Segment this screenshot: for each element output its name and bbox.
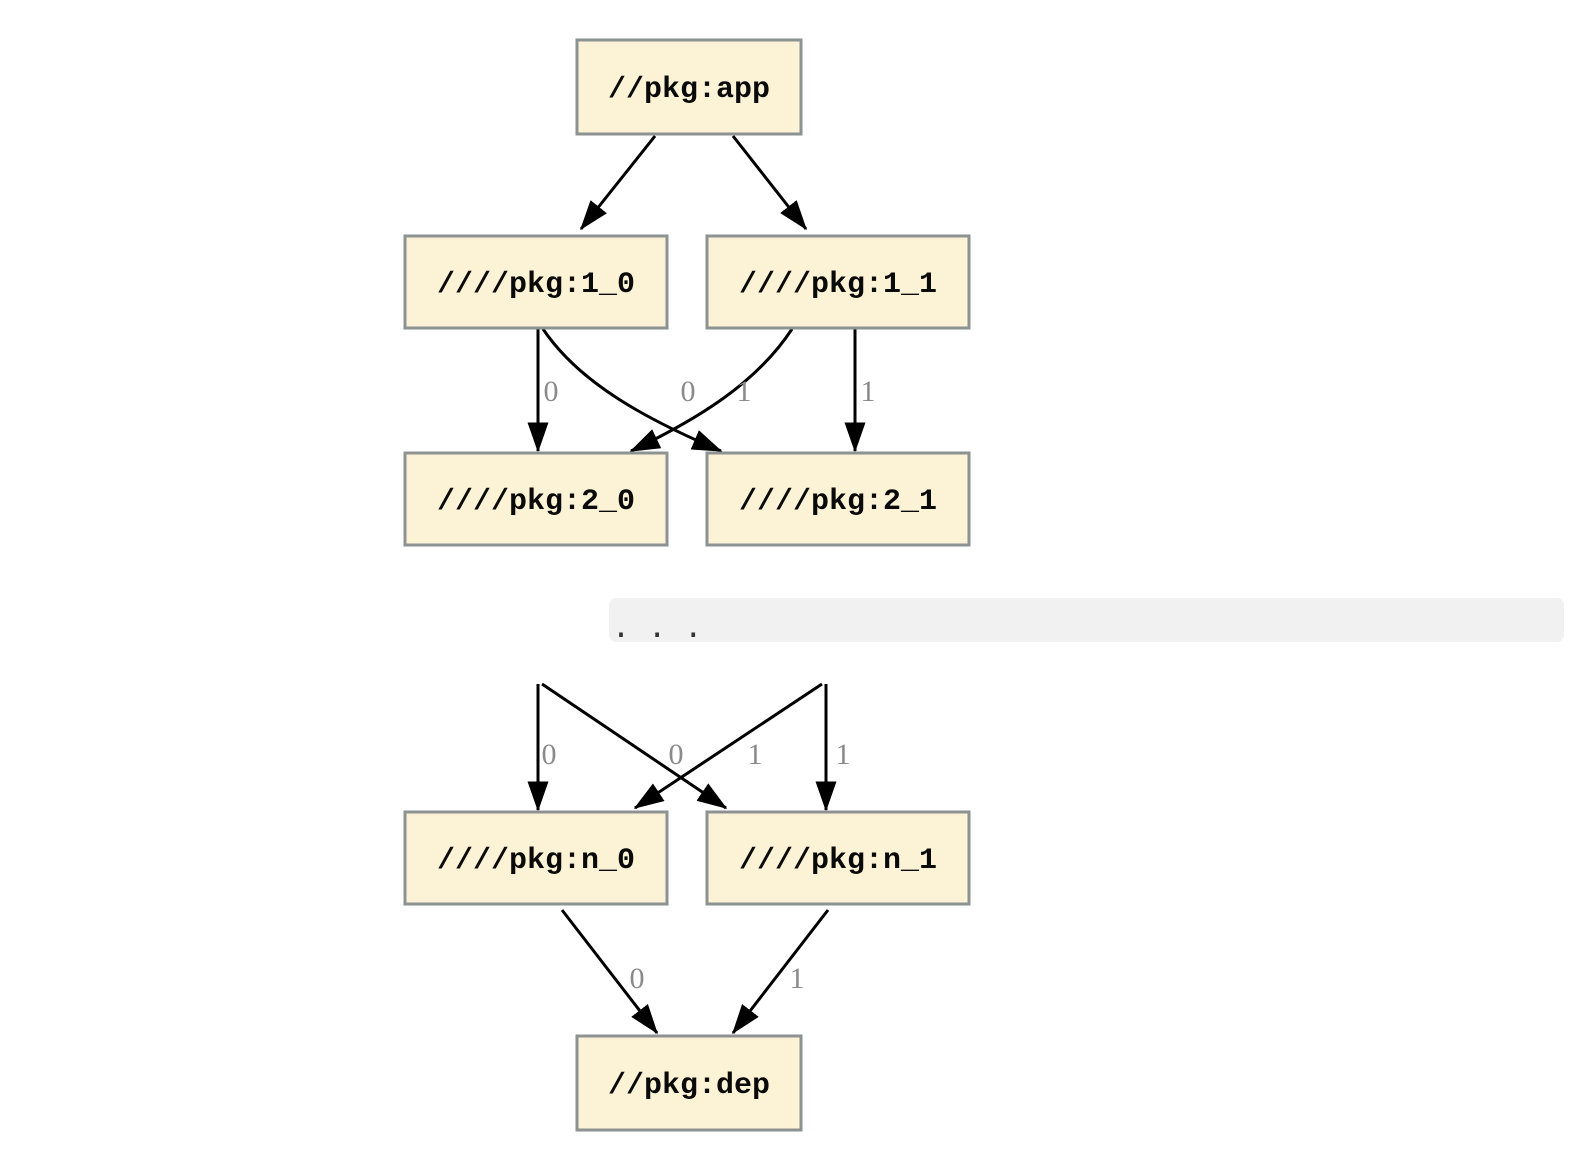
- edge-label: 1: [836, 738, 851, 771]
- edge-app-to-1_1: [731, 135, 808, 231]
- edge-1_1-to-2_0: [629, 328, 794, 453]
- edge-app-to-1_0: [579, 135, 657, 231]
- node-pkg-n_0: ////pkg:n_0: [403, 810, 669, 906]
- edge-1_0-to-2_1: [541, 328, 723, 453]
- edge-label: 1: [861, 375, 876, 408]
- edge-label: 0: [669, 738, 684, 771]
- node-label: //pkg:app: [608, 73, 770, 107]
- node-rect: [403, 810, 669, 906]
- node-label: ////pkg:n_0: [437, 844, 635, 878]
- node-label: ////pkg:2_1: [739, 485, 937, 519]
- node-pkg-2_0: ////pkg:2_0: [403, 451, 669, 547]
- node-label: ////pkg:1_0: [437, 268, 635, 302]
- edge-n_0-to-dep: [560, 909, 659, 1035]
- edge-elided-to-n_1-cross: [541, 682, 728, 810]
- node-label: ////pkg:1_1: [739, 268, 937, 302]
- node-rect: [705, 451, 971, 547]
- node-label: //pkg:dep: [608, 1069, 770, 1103]
- node-pkg-app: //pkg:app: [575, 38, 803, 136]
- edge-label: 0: [630, 962, 645, 995]
- separator-strip: [609, 598, 1564, 642]
- node-rect: [705, 810, 971, 906]
- node-pkg-n_1: ////pkg:n_1: [705, 810, 971, 906]
- edge-label: 1: [790, 962, 805, 995]
- node-pkg-2_1: ////pkg:2_1: [705, 451, 971, 547]
- edge-label: 1: [748, 738, 763, 771]
- separator-dots: . . .: [612, 610, 702, 645]
- node-pkg-dep: //pkg:dep: [575, 1034, 803, 1132]
- edge-label: 0: [542, 738, 557, 771]
- node-pkg-1_1: ////pkg:1_1: [705, 234, 971, 330]
- node-pkg-1_0: ////pkg:1_0: [403, 234, 669, 330]
- edge-n_1-to-dep: [731, 909, 830, 1035]
- node-rect: [575, 38, 803, 136]
- elided-ranks-separator: . . .: [609, 598, 1564, 645]
- edge-elided-to-n_0-cross: [633, 682, 823, 810]
- node-rect: [575, 1034, 803, 1132]
- node-rect: [403, 451, 669, 547]
- edge-label: 0: [544, 375, 559, 408]
- node-rect: [403, 234, 669, 330]
- node-label: ////pkg:2_0: [437, 485, 635, 519]
- edge-label: 1: [737, 375, 752, 408]
- node-label: ////pkg:n_1: [739, 844, 937, 878]
- edge-label: 0: [681, 375, 696, 408]
- node-rect: [705, 234, 971, 330]
